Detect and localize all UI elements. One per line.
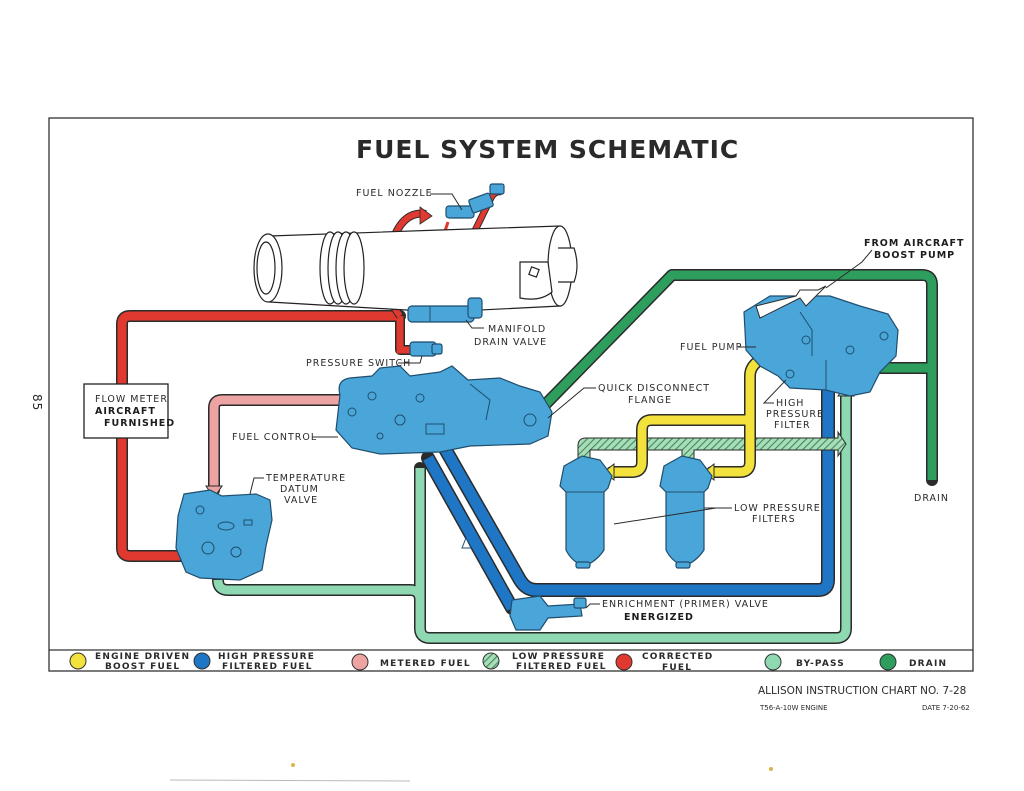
label-energized: ENERGIZED (624, 612, 694, 623)
label-low-pressure: LOW PRESSURE (734, 503, 821, 514)
label-drain: DRAIN (914, 493, 949, 504)
legend-swatch-blue (193, 652, 211, 670)
flow-meter-box: FLOW METER AIRCRAFT FURNISHED (83, 383, 175, 439)
legend-label: LOW PRESSURE (512, 652, 605, 662)
label-temperature: TEMPERATURE (265, 473, 346, 484)
label-datum: DATUM (280, 484, 319, 495)
legend-swatch-dark-green (879, 653, 897, 671)
legend-swatch-light-green (764, 653, 782, 671)
legend: ENGINE DRIVEN BOOST FUEL HIGH PRESSURE F… (69, 652, 947, 673)
legend-label: FILTERED FUEL (222, 662, 313, 672)
label-high: HIGH (776, 398, 804, 409)
drain-line (532, 269, 938, 486)
label-boost-pump: BOOST PUMP (874, 250, 955, 261)
scan-speck (769, 767, 773, 771)
low-pressure-line (577, 430, 847, 463)
legend-label: DRAIN (909, 659, 947, 669)
fuel-nozzle (445, 183, 505, 219)
label-filter: FILTER (774, 420, 811, 431)
aircraft-label: AIRCRAFT (95, 406, 156, 417)
label-enrichment-valve: ENRICHMENT (PRIMER) VALVE (602, 599, 769, 610)
legend-label: FILTERED FUEL (516, 662, 607, 672)
footer-engine: T56-A-10W ENGINE (759, 704, 828, 712)
flow-meter-label: FLOW METER (95, 394, 168, 405)
chart-frame (48, 117, 974, 672)
label-manifold: MANIFOLD (488, 324, 546, 335)
label-valve: VALVE (284, 495, 318, 506)
low-pressure-filter-1 (559, 455, 613, 569)
footer-date: DATE 7-20-62 (922, 704, 970, 712)
legend-label: BOOST FUEL (105, 662, 180, 672)
legend-item-bypass: BY-PASS (764, 653, 845, 671)
furnished-label: FURNISHED (104, 418, 175, 429)
legend-item-metered: METERED FUEL (351, 653, 471, 671)
high-pressure-line (421, 383, 835, 615)
legend-item-engine-driven-boost: ENGINE DRIVEN BOOST FUEL (69, 652, 190, 672)
fuel-pump (743, 285, 899, 397)
legend-label: CORRECTED (642, 652, 713, 662)
engine-combustor-illustration (253, 225, 578, 313)
label-drain-valve: DRAIN VALVE (474, 337, 547, 348)
scan-speck (291, 763, 295, 767)
legend-swatch-red (615, 653, 633, 671)
legend-swatch-yellow (69, 652, 87, 670)
chart-title: FUEL SYSTEM SCHEMATIC (356, 135, 739, 164)
page-number: 85 (30, 394, 44, 411)
legend-item-high-pressure: HIGH PRESSURE FILTERED FUEL (193, 652, 315, 672)
label-pressure: PRESSURE (766, 409, 824, 420)
scan-line (169, 779, 411, 782)
legend-swatch-pink (351, 653, 369, 671)
label-from-aircraft: FROM AIRCRAFT (864, 238, 964, 249)
label-quick-disconnect: QUICK DISCONNECT (598, 383, 710, 394)
temperature-datum-valve (175, 489, 273, 581)
fuel-control (335, 365, 553, 455)
legend-label: FUEL (662, 663, 692, 673)
legend-label: HIGH PRESSURE (218, 652, 315, 662)
legend-item-corrected: CORRECTED FUEL (615, 652, 713, 673)
legend-label: ENGINE DRIVEN (95, 652, 190, 662)
low-pressure-filter-2 (659, 455, 713, 569)
label-fuel-pump: FUEL PUMP (680, 342, 742, 353)
label-flange: FLANGE (628, 395, 672, 406)
footer-chart-title: ALLISON INSTRUCTION CHART NO. 7-28 (758, 685, 966, 697)
legend-item-low-pressure: LOW PRESSURE FILTERED FUEL (482, 652, 607, 672)
manifold-drain-valve (407, 297, 483, 323)
legend-swatch-hatched (482, 652, 500, 670)
label-filters: FILTERS (752, 514, 796, 525)
enrichment-primer-valve (509, 595, 587, 631)
legend-label: METERED FUEL (380, 659, 471, 669)
pressure-switch (409, 341, 443, 357)
label-fuel-nozzle: FUEL NOZZLE (356, 188, 433, 199)
legend-label: BY-PASS (796, 659, 845, 669)
label-fuel-control: FUEL CONTROL (232, 432, 317, 443)
legend-item-drain: DRAIN (879, 653, 947, 671)
label-pressure-switch: PRESSURE SWITCH (306, 358, 411, 369)
